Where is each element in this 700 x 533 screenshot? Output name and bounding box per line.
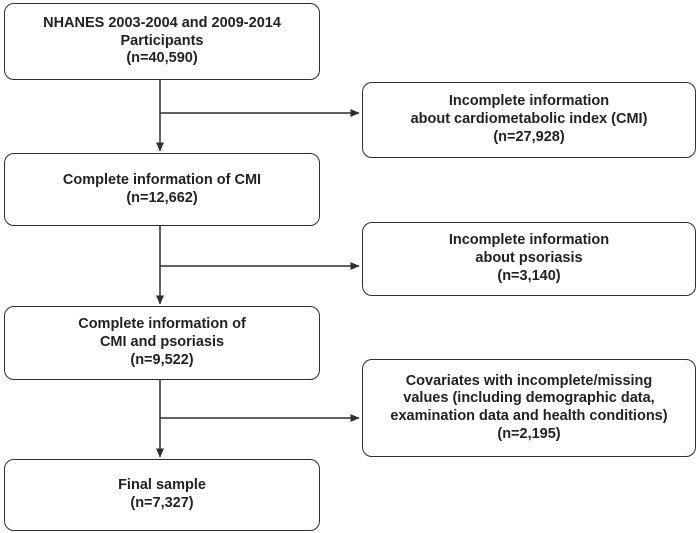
complete-cmi-box: Complete information of CMI (n=12,662): [4, 153, 320, 226]
box-line: CMI and psoriasis: [99, 334, 225, 351]
box-line: (n=27,928): [493, 128, 565, 145]
exclusion-cmi-box: Incomplete information about cardiometab…: [362, 82, 696, 158]
box-line: (n=2,195): [497, 425, 561, 442]
box-line: Final sample: [118, 477, 206, 494]
box-line: (n=3,140): [497, 267, 561, 284]
final-sample-box: Final sample (n=7,327): [4, 459, 320, 531]
box-line: Complete information of CMI: [62, 171, 262, 188]
box-line: (n=12,662): [126, 189, 198, 206]
exclusion-psoriasis-box: Incomplete information about psoriasis (…: [362, 222, 696, 296]
box-line: Participants: [120, 32, 204, 49]
box-line: Covariates with incomplete/missing: [405, 372, 653, 389]
box-line: examination data and health conditions): [390, 408, 668, 424]
initial-participants-box: NHANES 2003-2004 and 2009-2014 Participa…: [4, 3, 320, 80]
box-line: Complete information of: [78, 316, 246, 333]
box-line: NHANES 2003-2004 and 2009-2014: [43, 14, 281, 31]
exclusion-covariates-box: Covariates with incomplete/missing value…: [362, 359, 696, 457]
box-line: (n=40,590): [126, 50, 198, 67]
box-line: about psoriasis: [475, 250, 583, 267]
box-line: Incomplete information: [448, 93, 610, 110]
box-line: (n=7,327): [130, 495, 194, 511]
complete-cmi-psoriasis-box: Complete information of CMI and psoriasi…: [4, 306, 320, 380]
box-line: (n=9,522): [130, 351, 194, 368]
box-line: about cardiometabolic index (CMI): [410, 111, 648, 128]
box-line: Incomplete information: [448, 232, 610, 249]
box-line: values (including demographic data,: [403, 390, 655, 407]
